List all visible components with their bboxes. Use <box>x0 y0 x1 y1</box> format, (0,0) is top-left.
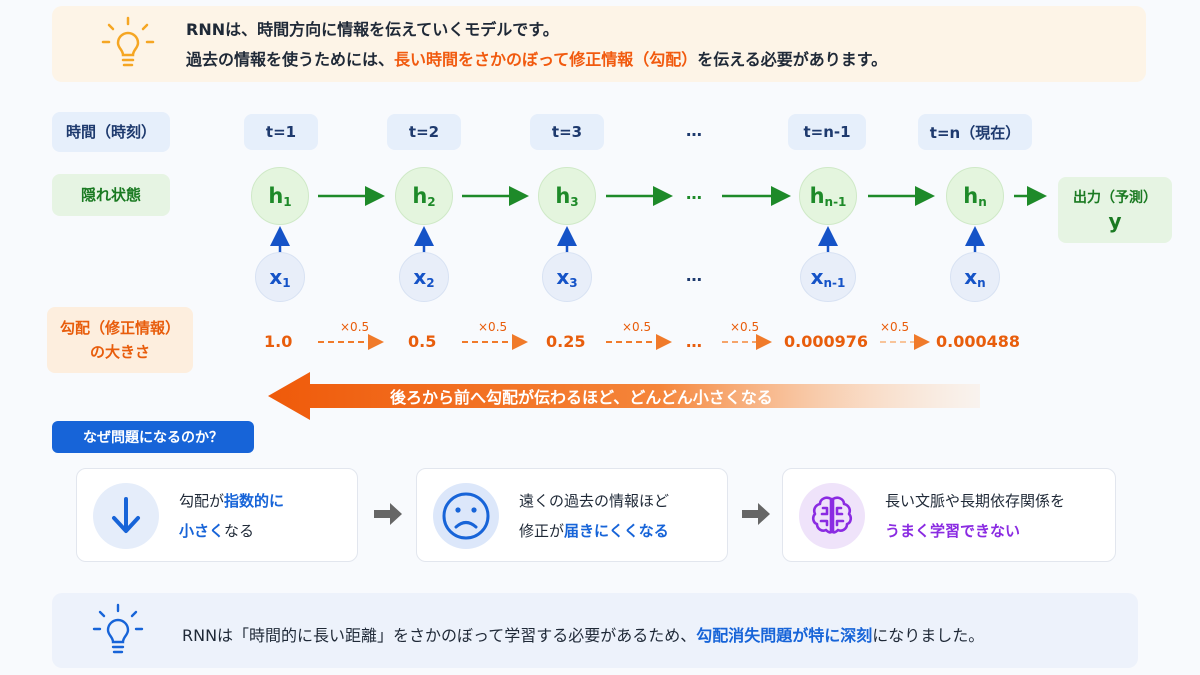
gradient-ellipsis: … <box>686 332 703 351</box>
brain-icon <box>799 483 865 549</box>
time-step-chip: t=n-1 <box>788 114 866 150</box>
output-label: 出力（予測） <box>1073 190 1157 206</box>
gradient-label-line-2: の大きさ <box>89 343 150 361</box>
card-text-emphasis: 届きにくくなる <box>564 522 669 540</box>
time-step-chip: t=n（現在） <box>918 114 1032 150</box>
bottom-banner <box>52 593 1138 668</box>
time-row-label: 時間（時刻） <box>52 112 170 152</box>
node-subscript: n-1 <box>824 195 847 209</box>
gradient-value: 0.000488 <box>936 332 1021 351</box>
banner-line-2-post: を伝える必要があります。 <box>697 50 888 69</box>
node-symbol: h <box>412 184 428 208</box>
node-symbol: h <box>555 184 571 208</box>
card-arrow <box>374 503 402 525</box>
backward-arrow-text: 後ろから前へ勾配が伝わるほど、どんどん小さくなる <box>390 388 773 407</box>
gradient-value: 1.0 <box>264 332 293 351</box>
node-symbol: h <box>963 184 979 208</box>
card-text-part: なる <box>224 522 255 540</box>
card-arrow <box>742 503 770 525</box>
multiplier-label: ×0.5 <box>478 320 508 334</box>
node-subscript: n <box>978 195 987 209</box>
bottom-text-part: になりました。 <box>872 626 985 645</box>
output-symbol: y <box>1108 209 1122 233</box>
card-line-2: 小さくなる <box>179 516 284 546</box>
arrow-down-icon <box>93 483 159 549</box>
node-symbol: x <box>269 265 283 289</box>
card-text-emphasis: 小さく <box>179 522 225 540</box>
sad-face-icon <box>433 483 499 549</box>
time-step-chip: t=2 <box>387 114 461 150</box>
multiplier-label: ×0.5 <box>622 320 652 334</box>
node-symbol: x <box>556 265 570 289</box>
why-problem-badge: なぜ問題になるのか？ <box>52 421 254 453</box>
card-text-emphasis: 指数的に <box>224 492 285 510</box>
hidden-ellipsis: … <box>686 184 703 203</box>
bottom-summary-text: RNNは「時間的に長い距離」をさかのぼって学習する必要があるため、勾配消失問題が… <box>182 622 984 646</box>
problem-card: 長い文脈や長期依存関係を うまく学習できない <box>782 468 1116 562</box>
node-symbol: h <box>268 184 284 208</box>
multiplier-label: ×0.5 <box>340 320 370 334</box>
top-banner <box>52 6 1146 82</box>
banner-line-1: RNNは、時間方向に情報を伝えていくモデルです。 <box>186 20 559 39</box>
card-text-part: 勾配が <box>179 492 225 510</box>
card-line-2: うまく学習できない <box>885 516 1065 546</box>
card-text: 勾配が指数的に 小さくなる <box>179 486 284 546</box>
gradient-value: 0.25 <box>546 332 586 351</box>
node-symbol: x <box>964 265 978 289</box>
bottom-text-part: RNNは「時間的に長い距離」をさかのぼって学習する必要があるため、 <box>182 626 697 645</box>
gradient-value: 0.5 <box>408 332 437 351</box>
banner-line-2-emphasis: 長い時間をさかのぼって修正情報（勾配） <box>394 50 698 69</box>
time-ellipsis: … <box>686 121 703 140</box>
card-text-emphasis: うまく学習できない <box>885 522 1021 540</box>
node-subscript: 3 <box>570 195 579 209</box>
gradient-row-label: 勾配（修正情報） の大きさ <box>47 307 193 373</box>
node-subscript: 3 <box>569 276 578 290</box>
input-ellipsis: … <box>686 266 703 285</box>
card-text: 遠くの過去の情報ほど 修正が届きにくくなる <box>519 486 669 546</box>
node-subscript: 2 <box>427 195 436 209</box>
card-line-1: 長い文脈や長期依存関係を <box>885 492 1066 510</box>
node-subscript: n <box>977 276 986 290</box>
output-box: 出力（予測） y <box>1058 177 1172 243</box>
node-subscript: 1 <box>282 276 291 290</box>
lightbulb-icon <box>101 16 155 67</box>
node-subscript: 1 <box>283 195 292 209</box>
lightbulb-icon <box>92 603 144 654</box>
node-symbol: x <box>413 265 427 289</box>
node-symbol: h <box>809 184 825 208</box>
node-subscript: 2 <box>426 276 435 290</box>
card-text: 長い文脈や長期依存関係を うまく学習できない <box>885 486 1065 546</box>
banner-line-2: 過去の情報を使うためには、長い時間をさかのぼって修正情報（勾配）を伝える必要があ… <box>186 46 887 70</box>
gradient-value: 0.000976 <box>784 332 869 351</box>
node-symbol: x <box>810 265 824 289</box>
multiplier-label: ×0.5 <box>730 320 760 334</box>
problem-card: 勾配が指数的に 小さくなる <box>76 468 358 562</box>
card-line-1: 遠くの過去の情報ほど <box>519 492 670 510</box>
backward-gradient-arrow <box>268 372 980 420</box>
card-line-1: 勾配が指数的に <box>179 486 284 516</box>
hidden-state-row-label: 隠れ状態 <box>52 174 170 216</box>
bottom-text-emphasis: 勾配消失問題が特に深刻 <box>696 626 873 645</box>
card-text-part: 修正が <box>519 522 565 540</box>
card-line-2: 修正が届きにくくなる <box>519 516 669 546</box>
banner-line-2-pre: 過去の情報を使うためには、 <box>186 50 395 69</box>
time-step-chip: t=1 <box>244 114 318 150</box>
node-subscript: n-1 <box>823 276 846 290</box>
time-step-chip: t=3 <box>530 114 604 150</box>
problem-card: 遠くの過去の情報ほど 修正が届きにくくなる <box>416 468 728 562</box>
gradient-label-line-1: 勾配（修正情報） <box>59 319 180 337</box>
multiplier-label: ×0.5 <box>880 320 910 334</box>
